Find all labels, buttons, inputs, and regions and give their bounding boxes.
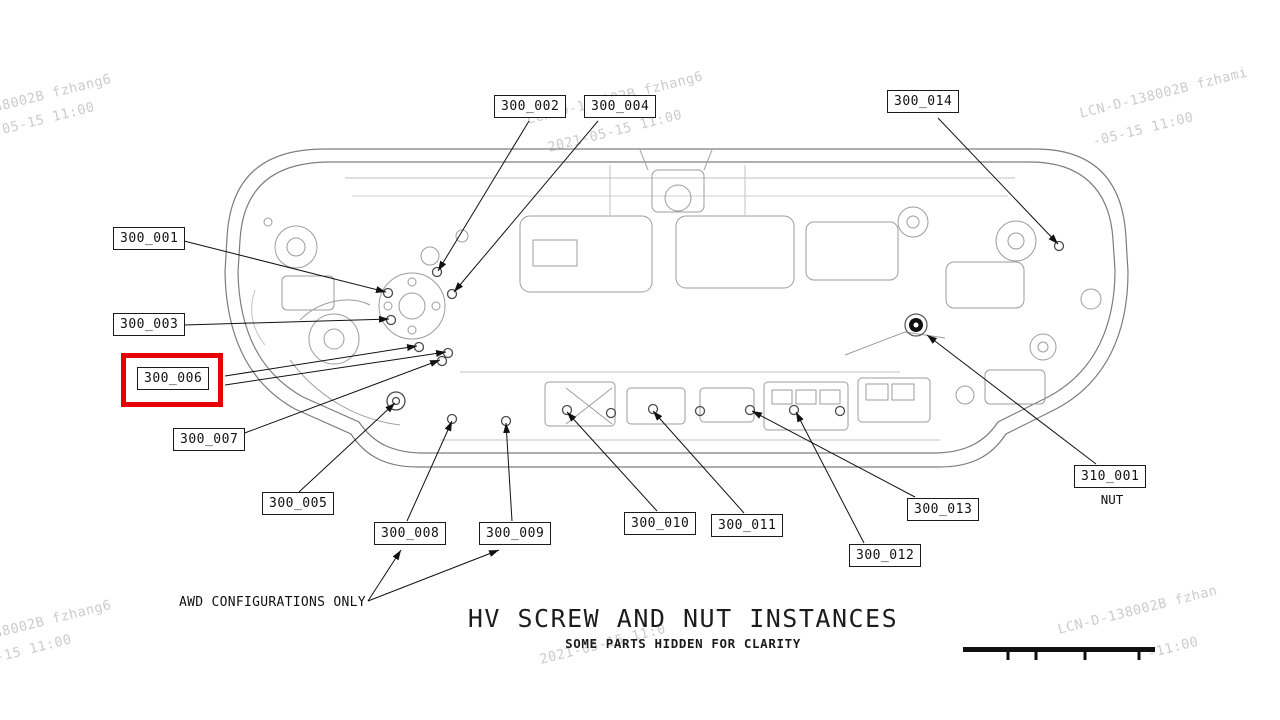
callout-300_014: 300_014 bbox=[887, 90, 960, 113]
pack-outline bbox=[224, 148, 1129, 468]
fastener-points bbox=[382, 240, 1065, 427]
callout-300_002: 300_002 bbox=[494, 95, 567, 118]
leader-lines bbox=[183, 117, 1097, 602]
callout-300_011: 300_011 bbox=[711, 514, 784, 537]
awd-configurations-note: AWD CONFIGURATIONS ONLY bbox=[179, 595, 366, 610]
callout-300_006: 300_006 bbox=[137, 367, 210, 390]
highlight-box-300_006 bbox=[121, 353, 223, 407]
callout-300_001: 300_001 bbox=[113, 227, 186, 250]
callout-300_008: 300_008 bbox=[374, 522, 447, 545]
callout-300_005: 300_005 bbox=[262, 492, 335, 515]
callout-310_001: 310_001 bbox=[1074, 465, 1147, 488]
pack-internals bbox=[251, 149, 1102, 441]
drawing-title: HV SCREW AND NUT INSTANCES bbox=[467, 604, 899, 633]
callout-300_007: 300_007 bbox=[173, 428, 246, 451]
callout-300_013: 300_013 bbox=[907, 498, 980, 521]
drawing-subtitle: SOME PARTS HIDDEN FOR CLARITY bbox=[565, 636, 801, 651]
callout-300_012: 300_012 bbox=[849, 544, 922, 567]
title-block-edge bbox=[963, 647, 1155, 660]
callout-300_010: 300_010 bbox=[624, 512, 697, 535]
callout-300_009: 300_009 bbox=[479, 522, 552, 545]
callout-300_004: 300_004 bbox=[584, 95, 657, 118]
callout-300_003: 300_003 bbox=[113, 313, 186, 336]
nut-caption: NUT bbox=[1100, 492, 1124, 507]
hv-nut bbox=[904, 313, 928, 337]
